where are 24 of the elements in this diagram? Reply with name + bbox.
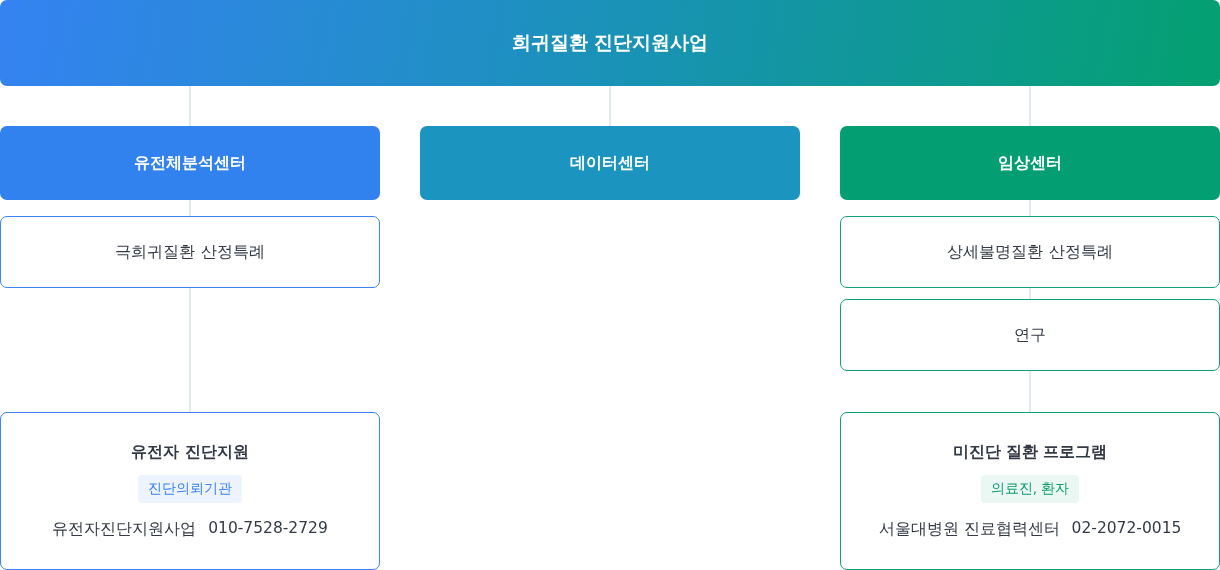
box-label: 유전체분석센터	[134, 152, 246, 174]
info-box	[840, 299, 1220, 371]
header-bar	[0, 0, 1220, 86]
box-title: 미진단 질환 프로그램	[952, 442, 1108, 463]
box-label: 상세불명질환 산정특례	[947, 241, 1113, 263]
tag-label: 의료진, 환자	[980, 475, 1080, 503]
tag-label: 진단의뢰기관	[138, 475, 242, 503]
phone-number: 02-2072-0015	[1071, 519, 1182, 539]
box-label: 데이터센터	[570, 152, 650, 174]
box-label: 극희귀질환 산정특례	[115, 241, 265, 263]
contact-name: 서울대병원 진료협력센터	[878, 519, 1060, 540]
center-box	[0, 126, 380, 200]
info-box	[0, 216, 380, 288]
contact-name: 유전자진단지원사업	[52, 519, 197, 540]
info-box	[840, 216, 1220, 288]
box-label: 희귀질환 진단지원사업	[511, 30, 709, 55]
center-box	[840, 126, 1220, 200]
info-box	[0, 412, 380, 570]
center-box	[420, 126, 800, 200]
box-title: 유전자 진단지원	[131, 442, 249, 463]
phone-number: 010-7528-2729	[208, 519, 328, 539]
box-label: 임상센터	[998, 152, 1062, 174]
box-label: 연구	[1014, 324, 1046, 346]
info-box	[840, 412, 1220, 570]
